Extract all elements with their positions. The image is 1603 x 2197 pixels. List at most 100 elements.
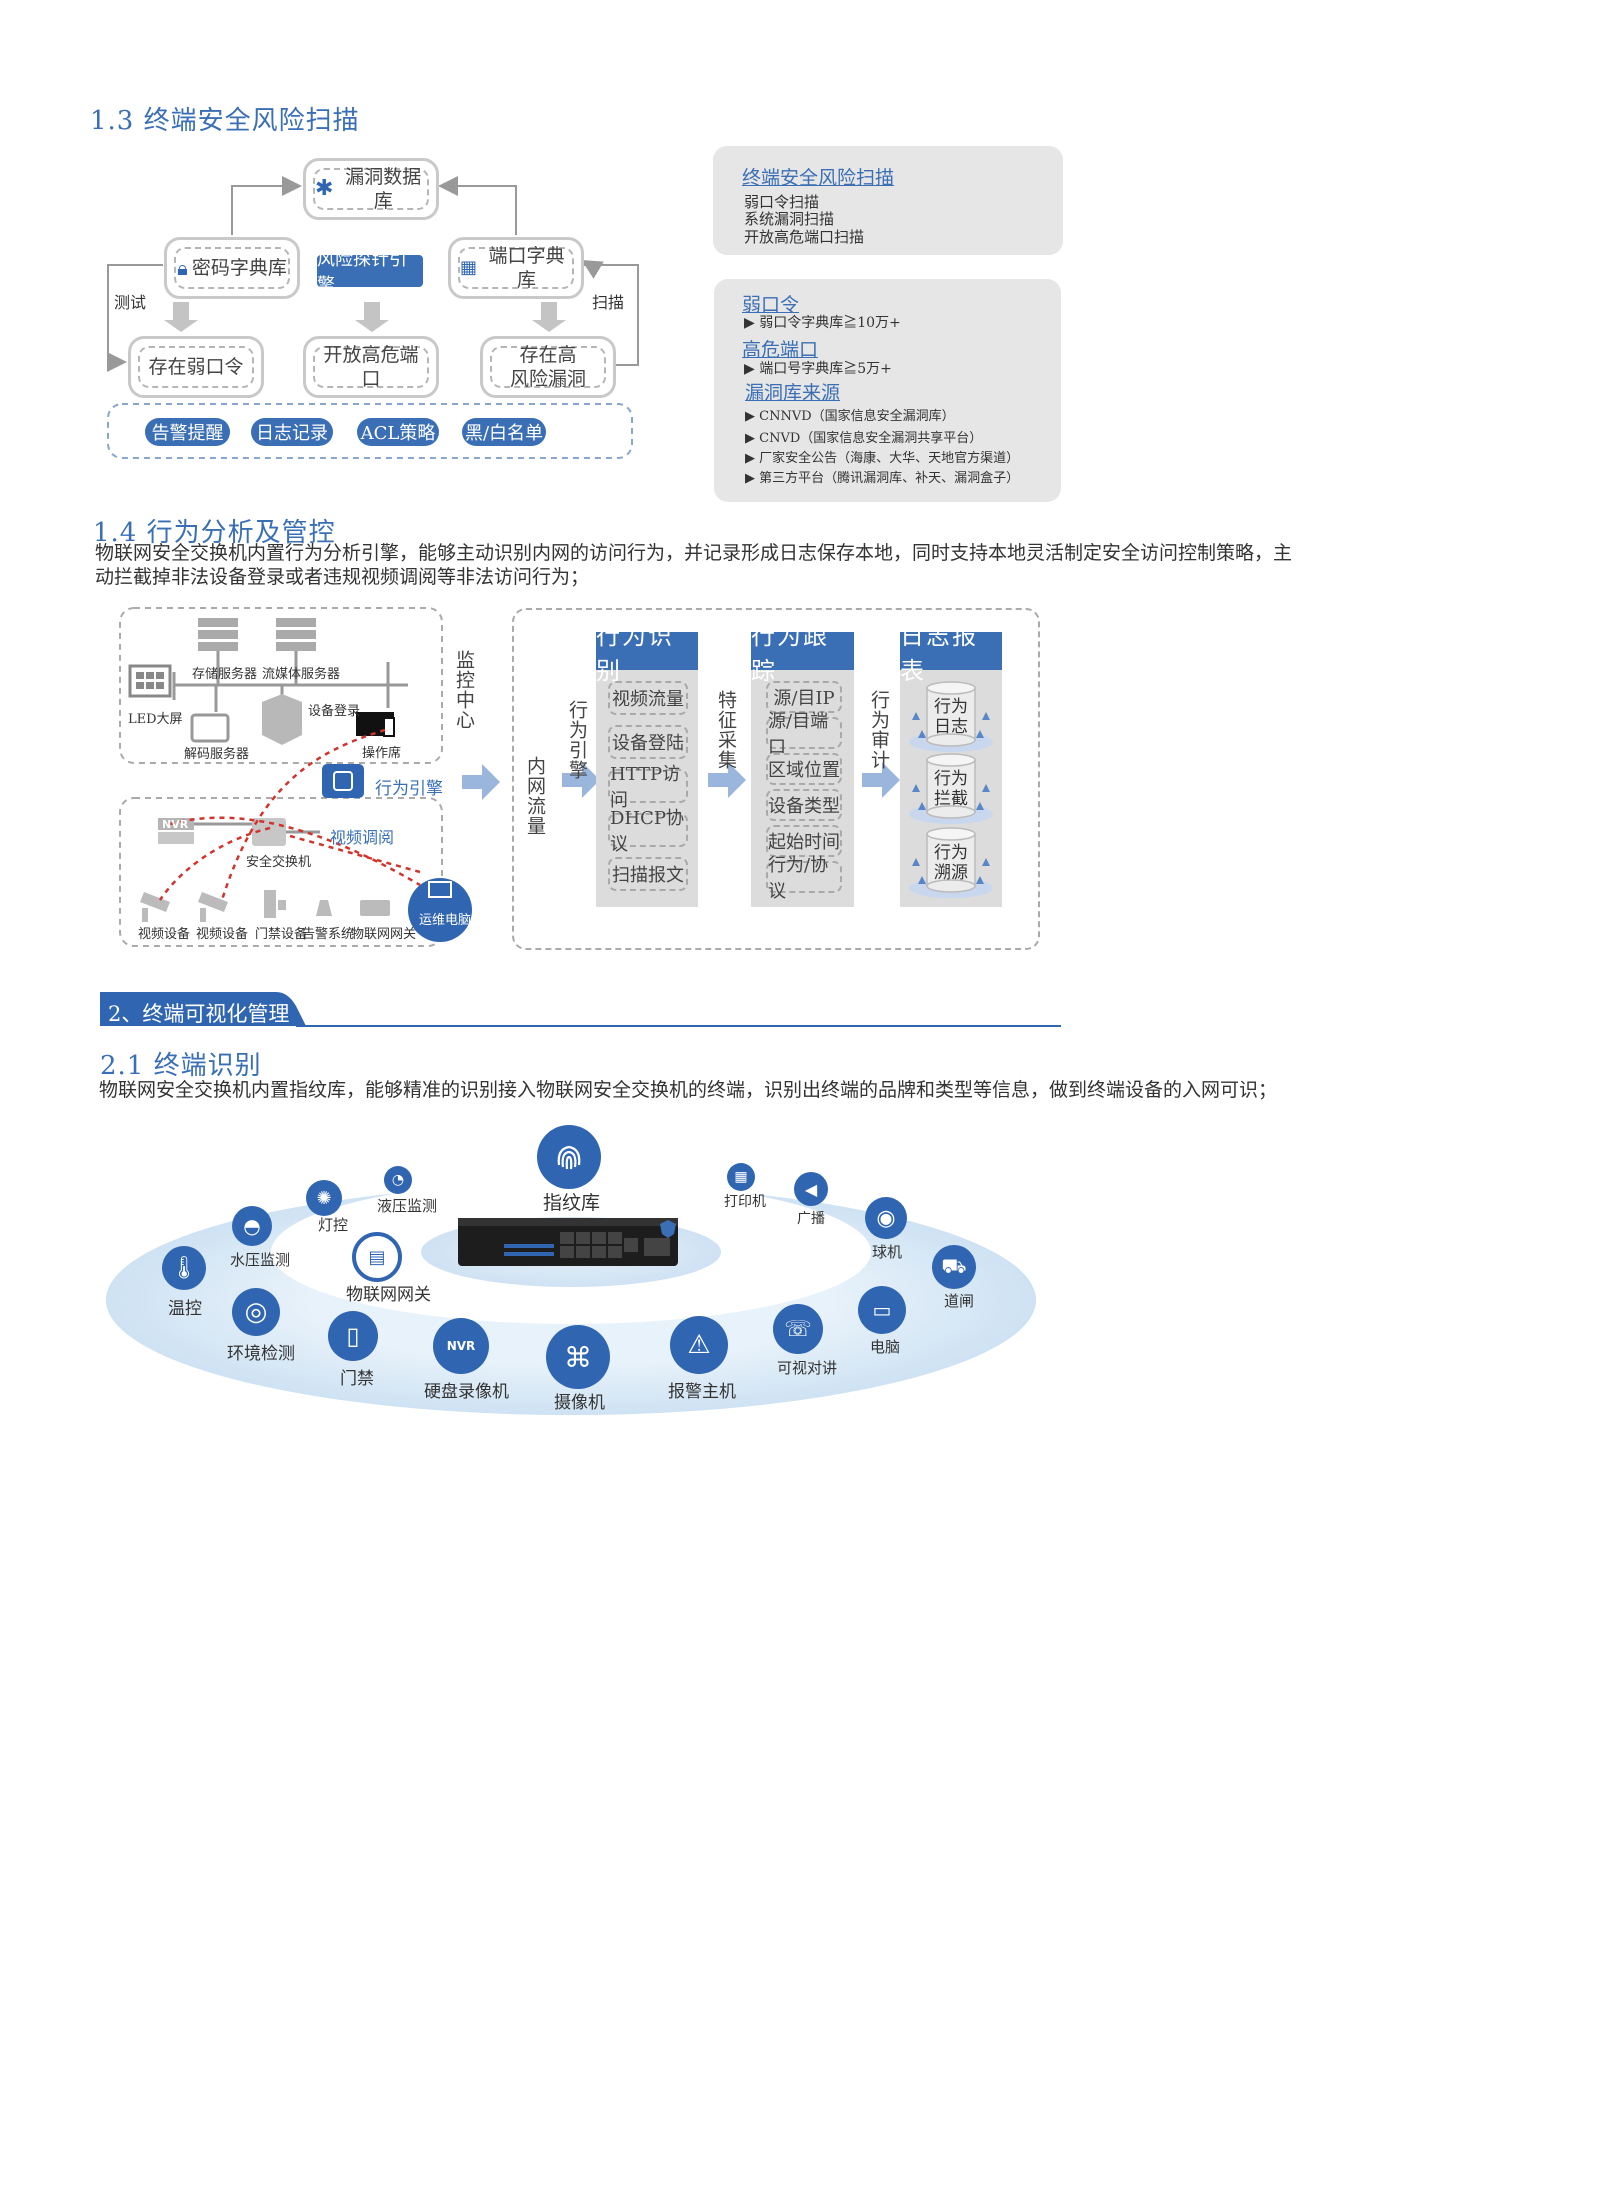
nvr-icon: NVR: [433, 1318, 489, 1374]
report-item-1: 行为日志: [934, 697, 968, 737]
gateway-label: 物联网网关: [351, 927, 417, 942]
scan-flow-connectors: [107, 176, 639, 459]
switch-label: 安全交换机: [246, 855, 312, 870]
audit-label: 行为审计: [868, 690, 890, 770]
nvr-label: 硬盘录像机: [424, 1382, 509, 1402]
rec-item-3: HTTP访问: [608, 764, 688, 811]
camera-icon: ⌘: [546, 1325, 610, 1389]
broadcast-icon: ◀︎: [794, 1172, 828, 1206]
sec14-para-1: 物联网安全交换机内置行为分析引擎，能够主动识别内网的访问行为，并记录形成日志保存…: [95, 542, 1293, 564]
section-2-banner: [100, 992, 1061, 1027]
login-label: 设备登录: [308, 704, 361, 719]
vuln-db-node: ✱ 漏洞数据库: [303, 158, 439, 220]
inflow-label: 内网流量: [524, 756, 546, 836]
scan-info-box: [713, 146, 1063, 255]
scan-label: 扫描: [592, 293, 625, 312]
scan-info-title: 终端安全风险扫描: [742, 167, 895, 189]
action-alarm: 告警提醒: [145, 418, 230, 446]
gateway-icon: ▤: [352, 1232, 402, 1282]
track-item-1: 源/目IP: [766, 681, 842, 713]
track-item-2: 源/目端口: [766, 711, 842, 758]
network-diagram: [119, 607, 500, 947]
scan-item-1: 弱口令扫描: [744, 193, 820, 211]
sec21-para: 物联网安全交换机内置指纹库，能够精准的识别接入物联网安全交换机的终端，识别出终端…: [99, 1079, 1278, 1101]
video-label-2: 视频设备: [196, 927, 249, 942]
hydraulic-label: 液压监测: [377, 1197, 438, 1215]
weak-item: ▶ 弱口令字典库≧10万+: [744, 315, 901, 331]
lock-icon: 🔒︎: [177, 256, 188, 280]
weak-pwd-node: 存在弱口令: [128, 336, 264, 398]
port-dict-label: 端口字典库: [488, 245, 565, 291]
dome-icon: ◉: [865, 1197, 907, 1239]
src-title: 漏洞库来源: [745, 382, 841, 404]
light-icon: ✺: [306, 1180, 342, 1216]
fingerprint-icon: [537, 1125, 601, 1189]
alarm-icon: ⚠︎: [670, 1316, 728, 1374]
vuln-db-label: 漏洞数据库: [345, 166, 422, 212]
engine-label: 行为引擎: [375, 779, 443, 799]
monitor-center-label: 监控中心: [453, 650, 475, 730]
rec-item-5: 扫描报文: [608, 857, 688, 891]
gateway-label: 物联网网关: [346, 1285, 431, 1305]
dome-label: 球机: [872, 1243, 903, 1261]
rec-item-1: 视频流量: [608, 681, 688, 715]
action-log: 日志记录: [251, 418, 333, 446]
intercom-icon: ☏: [773, 1304, 823, 1354]
pwd-dict-node: 🔒︎密码字典库: [164, 237, 300, 299]
console-label: 操作席: [362, 746, 402, 761]
port-dict-node: ▦ 端口字典库: [448, 237, 584, 299]
test-label: 测试: [114, 293, 147, 312]
col-tracking-title: 行为跟踪: [751, 622, 854, 685]
alarm-label: 告警系统: [302, 927, 355, 942]
scan-item-3: 开放高危端口扫描: [744, 228, 865, 246]
weak-pwd-label: 存在弱口令: [138, 346, 254, 388]
src-item-1: ▶ CNNVD（国家信息安全漏洞库）: [745, 409, 955, 424]
weak-title: 弱口令: [742, 294, 800, 316]
camera-label: 摄像机: [554, 1393, 605, 1413]
door-icon: ▯: [328, 1311, 378, 1361]
src-item-4: ▶ 第三方平台（腾讯漏洞库、补天、漏洞盒子）: [745, 471, 1020, 486]
engine-vlabel: 行为引擎: [566, 700, 588, 780]
report-item-3: 行为溯源: [934, 843, 968, 883]
thermometer-icon: 🌡︎: [162, 1246, 206, 1290]
high-vuln-label-2: 风险漏洞: [509, 368, 586, 390]
section-title-1-3: 1.3 终端安全风险扫描: [90, 106, 360, 136]
decode-label: 解码服务器: [184, 747, 250, 762]
track-item-3: 区域位置: [766, 753, 842, 785]
broadcast-label: 广播: [797, 1211, 825, 1227]
detail-info-box: [714, 279, 1061, 502]
src-item-3: ▶ 厂家安全公告（海康、大华、天地官方渠道）: [745, 451, 1020, 466]
action-list: 黑/白名单: [462, 418, 546, 446]
pc-label: 电脑: [870, 1338, 901, 1356]
printer-icon: ▦: [727, 1163, 755, 1191]
section-title-2-1: 2.1 终端识别: [100, 1051, 262, 1081]
behavior-arrows: [562, 762, 900, 798]
env-label: 环境检测: [227, 1344, 295, 1364]
ops-pc-label: 运维电脑: [419, 913, 472, 928]
behavior-panel: [512, 608, 1040, 950]
fingerprint-ring: [106, 1180, 1036, 1415]
section-title-2: 2、终端可视化管理: [108, 1002, 290, 1026]
src-item-2: ▶ CNVD（国家信息安全漏洞共享平台）: [745, 431, 983, 446]
video-label-1: 视频设备: [138, 927, 191, 942]
storage-label: 存储服务器: [192, 667, 258, 682]
track-item-6: 行为/协议: [766, 855, 842, 902]
report-cylinders: [908, 681, 994, 899]
printer-label: 打印机: [724, 1194, 766, 1210]
bug-icon: ✱: [315, 176, 334, 201]
nvr-tag: NVR: [162, 818, 189, 831]
scan-item-2: 系统漏洞扫描: [744, 210, 835, 228]
gate-icon: ⛟: [932, 1245, 976, 1289]
open-port-label: 开放高危端口: [313, 344, 429, 390]
temp-label: 温控: [168, 1299, 202, 1319]
door-label: 门禁设备: [255, 927, 308, 942]
high-vuln-label-1: 存在高: [519, 344, 577, 366]
rec-item-4: DHCP协议: [608, 808, 688, 855]
track-item-5: 起始时间: [766, 825, 842, 857]
rec-item-2: 设备登陆: [608, 725, 688, 759]
section-title-1-4: 1.4 行为分析及管控: [93, 518, 336, 548]
engine-badge: 风险探针引擎: [317, 249, 423, 296]
port-item: ▶ 端口号字典库≧5万+: [744, 361, 892, 377]
port-icon: ▦: [460, 257, 478, 278]
stream-label: 流媒体服务器: [262, 667, 341, 682]
